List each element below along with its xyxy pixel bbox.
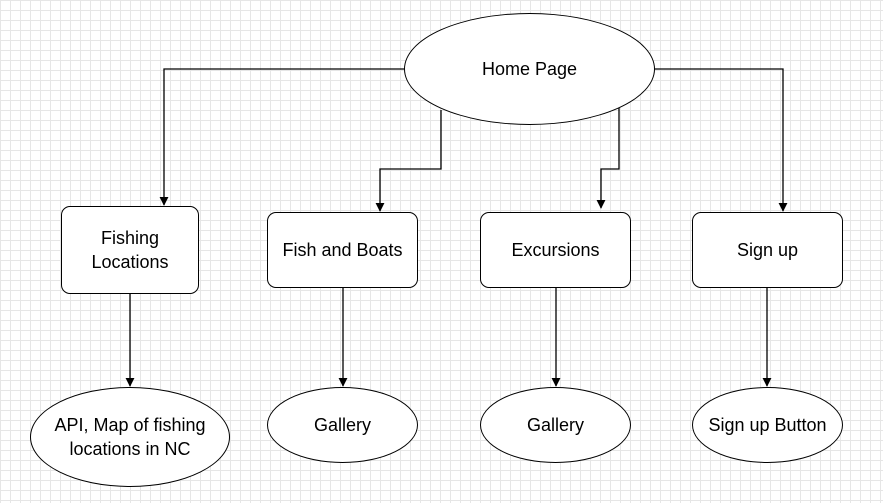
- node-excursions-label: Excursions: [511, 240, 600, 260]
- node-api-map-label: API, Map of fishing locations in NC: [54, 415, 206, 459]
- node-fishing-locations[interactable]: Fishing Locations: [61, 206, 199, 294]
- node-sign-up-button[interactable]: Sign up Button: [692, 387, 843, 463]
- node-gallery-fish-and-boats-label: Gallery: [313, 415, 371, 435]
- node-home-page-label: Home Page: [481, 59, 578, 79]
- edge-home-to-excursions: [596, 108, 620, 209]
- node-sign-up[interactable]: Sign up: [692, 212, 843, 288]
- node-gallery-excursions[interactable]: Gallery: [480, 387, 631, 463]
- node-excursions[interactable]: Excursions: [480, 212, 631, 288]
- node-fishing-locations-label: Fishing Locations: [91, 228, 169, 272]
- node-api-map[interactable]: API, Map of fishing locations in NC: [30, 387, 230, 487]
- node-home-page[interactable]: Home Page: [404, 13, 655, 125]
- node-gallery-fish-and-boats[interactable]: Gallery: [267, 387, 418, 463]
- node-sign-up-label: Sign up: [736, 240, 799, 260]
- node-sign-up-button-label: Sign up Button: [708, 415, 827, 435]
- node-fish-and-boats-label: Fish and Boats: [282, 240, 403, 260]
- edge-home-to-fishing-locations: [159, 68, 404, 206]
- node-gallery-excursions-label: Gallery: [526, 415, 584, 435]
- node-fish-and-boats[interactable]: Fish and Boats: [267, 212, 418, 288]
- edge-home-to-sign-up: [655, 68, 788, 212]
- edge-home-to-fish-and-boats: [375, 110, 442, 212]
